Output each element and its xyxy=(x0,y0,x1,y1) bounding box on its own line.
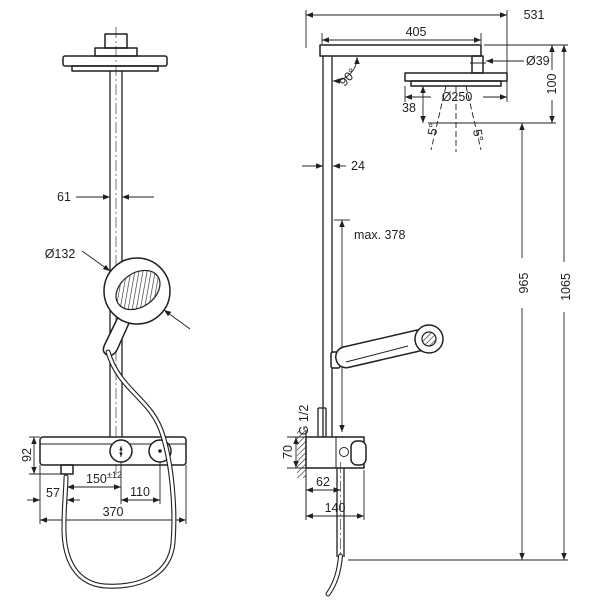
dim-39: Ø39 xyxy=(486,54,550,68)
dim-370-label: 370 xyxy=(103,505,124,519)
head-rim-side xyxy=(410,80,502,87)
dim-24-label: 24 xyxy=(351,159,365,173)
dim-max378: max. 378 xyxy=(334,219,405,432)
dim-405-label: 405 xyxy=(406,25,427,39)
dim-g12-label: G 1/2 xyxy=(297,405,311,436)
dim-57-label: 57 xyxy=(46,486,60,500)
dim-132-label: Ø132 xyxy=(45,247,76,261)
dim-70: 70 xyxy=(281,436,306,469)
dim-140: 140 xyxy=(306,470,365,520)
dim-90deg: 90° xyxy=(332,56,360,89)
dim-140-label: 140 xyxy=(325,501,346,515)
dim-150-tolerance: ±12 xyxy=(107,470,122,480)
dim-110: 110 xyxy=(121,485,160,503)
wall-bracket-side: G 1/2 xyxy=(297,405,367,597)
dim-39-label: Ø39 xyxy=(526,54,550,68)
dim-57: 57 xyxy=(27,486,80,503)
head-disc xyxy=(62,55,168,67)
arm-bar xyxy=(319,44,482,57)
dim-250: Ø250 xyxy=(404,86,507,104)
dim-1065-label: 1065 xyxy=(559,273,573,301)
dim-405: 405 xyxy=(321,25,482,44)
thermostat-front xyxy=(39,436,187,475)
spray-pattern: 5° 5° xyxy=(425,85,486,152)
head-disc-side xyxy=(404,72,508,82)
side-view: 531 405 90° 5° xyxy=(281,8,573,597)
hand-shower-side xyxy=(330,324,444,369)
dim-5deg-left-label: 5° xyxy=(425,122,441,136)
dim-150-label: 150 xyxy=(86,472,107,486)
head-rim xyxy=(71,65,159,72)
side-extension-lines xyxy=(348,44,568,561)
dim-92-label: 92 xyxy=(20,448,34,462)
dim-max378-label: max. 378 xyxy=(354,228,405,242)
head-connector xyxy=(471,55,484,74)
dim-150: 150 ±12 xyxy=(67,470,122,490)
hand-shower-front xyxy=(102,257,171,357)
dim-110-label: 110 xyxy=(130,485,150,499)
wall-section xyxy=(297,430,306,478)
dim-38-label: 38 xyxy=(402,101,416,115)
dim-62-label: 62 xyxy=(316,475,330,489)
dim-100-label: 100 xyxy=(545,74,559,95)
dim-100: 100 xyxy=(545,45,559,123)
dim-24: 24 xyxy=(302,159,365,173)
overhead-shower-front xyxy=(62,33,168,72)
dim-132: Ø132 xyxy=(45,247,191,330)
shower-hose-front xyxy=(61,349,177,589)
dim-250-label: Ø250 xyxy=(442,90,473,104)
dim-531-label: 531 xyxy=(524,8,545,22)
shower-arm-side xyxy=(319,44,508,437)
dim-965: 965 xyxy=(517,123,531,560)
dim-61: 61 xyxy=(57,190,154,204)
holder-knob xyxy=(350,440,367,466)
hose-outlet xyxy=(60,464,74,475)
dim-531: 531 xyxy=(305,8,545,102)
dim-62: 62 xyxy=(306,475,341,493)
dim-61-label: 61 xyxy=(57,190,71,204)
spray-face xyxy=(115,269,161,311)
dim-90deg-label: 90° xyxy=(337,66,360,89)
dim-70-label: 70 xyxy=(281,445,295,459)
front-view: 61 Ø132 92 xyxy=(20,27,191,589)
dim-5deg-right-label: 5° xyxy=(470,128,486,142)
dim-38: 38 xyxy=(402,86,426,123)
dim-1065: 1065 xyxy=(559,45,573,560)
dim-92: 92 xyxy=(20,436,61,475)
dim-965-label: 965 xyxy=(517,273,531,294)
